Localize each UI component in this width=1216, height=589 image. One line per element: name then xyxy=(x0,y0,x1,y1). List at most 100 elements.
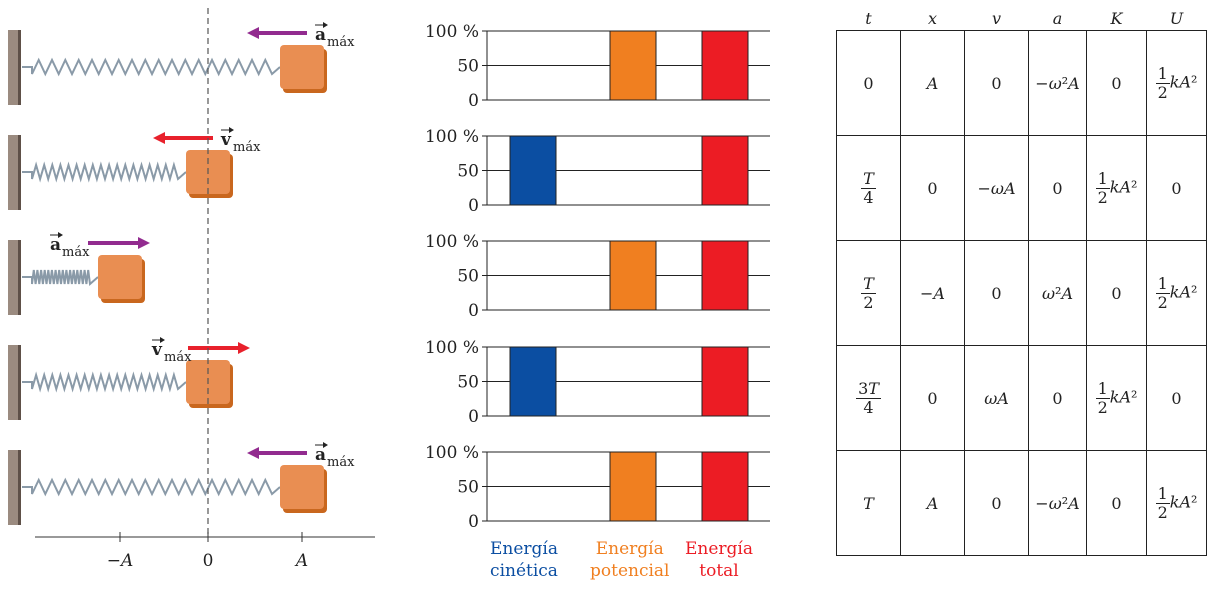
overarrow-head xyxy=(323,22,328,28)
y-tick-label: 100 % xyxy=(425,232,479,252)
energy-bar xyxy=(701,135,749,206)
overarrow-head xyxy=(58,232,63,238)
y-tick-label: 0 xyxy=(468,407,479,427)
wall-edge xyxy=(18,240,21,315)
cell-x: A xyxy=(900,450,965,556)
cell-a: −ω²A xyxy=(1028,450,1087,556)
cell-a: −ω²A xyxy=(1028,30,1087,136)
arrow-head xyxy=(138,237,150,249)
arrow-head xyxy=(153,132,165,144)
cell-a: 0 xyxy=(1028,135,1087,241)
y-tick-label: 100 % xyxy=(425,338,479,358)
wall xyxy=(8,240,20,315)
arrow-head xyxy=(247,447,259,459)
y-tick-label: 50 xyxy=(457,57,479,77)
y-tick-label: 0 xyxy=(468,512,479,532)
wall-edge xyxy=(18,345,21,420)
a-max-label: a xyxy=(50,235,61,255)
cell-K: 0 xyxy=(1086,30,1147,136)
y-tick-label: 0 xyxy=(468,301,479,321)
axis-tick-label: A xyxy=(294,551,308,571)
y-tick-label: 50 xyxy=(457,267,479,287)
cell-U: 0 xyxy=(1146,135,1207,241)
overarrow-head xyxy=(160,337,165,343)
energy-bar xyxy=(701,30,749,101)
subscript-label: máx xyxy=(233,140,261,155)
energy-bar xyxy=(509,346,557,417)
wall xyxy=(8,345,20,420)
wall xyxy=(8,450,20,525)
subscript-label: máx xyxy=(327,35,355,50)
energy-bar xyxy=(609,451,657,522)
cell-x: A xyxy=(900,30,965,136)
cell-v: 0 xyxy=(964,240,1029,346)
cell-a: 0 xyxy=(1028,345,1087,451)
overarrow-head xyxy=(229,127,234,133)
cell-x: −A xyxy=(900,240,965,346)
header-U: U xyxy=(1169,8,1184,28)
a-max-label: a xyxy=(315,445,326,465)
header-K: K xyxy=(1110,8,1123,28)
cell-x: 0 xyxy=(900,135,965,241)
header-t: t xyxy=(865,8,872,28)
v-max-label: v xyxy=(151,340,163,360)
cell-v: ωA xyxy=(964,345,1029,451)
wall xyxy=(8,30,20,105)
y-tick-label: 100 % xyxy=(425,22,479,42)
cell-t: 0 xyxy=(836,30,901,136)
header-a: a xyxy=(1052,8,1063,28)
y-tick-label: 50 xyxy=(457,162,479,182)
y-tick-label: 0 xyxy=(468,196,479,216)
y-tick-label: 50 xyxy=(457,478,479,498)
energy-legend: Energía cinética Energía potencial Energ… xyxy=(480,538,780,588)
cell-K: 0 xyxy=(1086,450,1147,556)
overarrow-head xyxy=(323,442,328,448)
spring-coil xyxy=(22,57,281,77)
mass-block xyxy=(280,465,324,509)
energy-bar-charts: 100 % 50 0 100 % 50 0 100 % 50 0 100 % 50 0 100 % 50 0 xyxy=(425,22,770,532)
subscript-label: máx xyxy=(62,245,90,260)
arrow-head xyxy=(238,342,250,354)
cell-a: ω²A xyxy=(1028,240,1087,346)
y-tick-label: 100 % xyxy=(425,443,479,463)
wall-edge xyxy=(18,30,21,105)
y-tick-label: 50 xyxy=(457,373,479,393)
spring-coil xyxy=(22,269,99,286)
wall xyxy=(8,135,20,210)
cell-v: 0 xyxy=(964,450,1029,556)
energy-bar xyxy=(701,240,749,311)
legend-potential: Energía potencial xyxy=(590,539,670,581)
legend-total: Energía total xyxy=(685,539,753,581)
cell-U: 0 xyxy=(1146,345,1207,451)
energy-bar xyxy=(509,135,557,206)
v-max-label: v xyxy=(220,130,232,150)
y-tick-label: 0 xyxy=(468,91,479,111)
mass-block xyxy=(280,45,324,89)
wall-edge xyxy=(18,450,21,525)
header-v: v xyxy=(991,8,1002,28)
axis-tick-label: −A xyxy=(107,551,134,571)
y-tick-label: 100 % xyxy=(425,127,479,147)
header-x: x xyxy=(927,8,938,28)
energy-bar xyxy=(609,30,657,101)
cell-K: 0 xyxy=(1086,240,1147,346)
arrow-head xyxy=(247,27,259,39)
cell-x: 0 xyxy=(900,345,965,451)
legend-kinetic: Energía cinética xyxy=(490,539,558,581)
a-max-label: a xyxy=(315,25,326,45)
